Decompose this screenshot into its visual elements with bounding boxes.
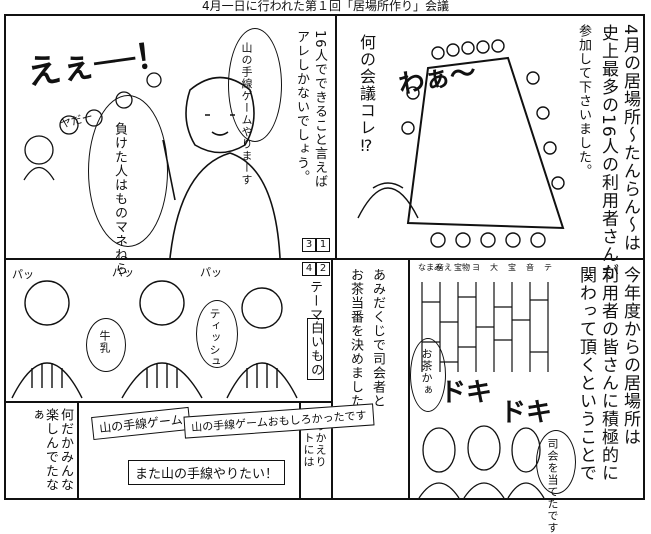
panel3-narration-2: 利用者の皆さんに積極的に (598, 266, 618, 482)
crowd-drawing (23, 72, 162, 181)
panel1-narration-1: 4月の居場所〜たんらん〜は (620, 24, 640, 252)
lot-name: ヨ (472, 263, 480, 272)
order-number: 1 (316, 238, 330, 252)
panel3-narration-1: 今年度からの居場所は (620, 266, 640, 446)
panel3-narration-3: 関わって頂くということで (576, 266, 596, 482)
sfx-pop: パッ (12, 268, 34, 281)
panel2-narration-2: アレしかないでしょう。 (294, 30, 309, 184)
amida-lottery-drawing (421, 282, 549, 372)
speech-balloon-chair (536, 430, 576, 494)
row-divider (6, 258, 643, 260)
conference-table-drawing (357, 39, 565, 248)
speech-balloon-game (228, 28, 282, 142)
page-border (4, 14, 645, 500)
theme-value: 白いもの (307, 318, 324, 380)
lot-name: 音 (526, 263, 534, 272)
speech-balloon-tea (410, 338, 446, 412)
panel3-sfx-2: ドキ (500, 398, 553, 428)
lot-name: なまみ (418, 263, 442, 272)
panel1-narration-2: 史上最多の16人の利用者さんが (598, 24, 618, 282)
answer-tissue: ティッシュ (208, 308, 221, 368)
bottom-right-divider (408, 260, 410, 498)
order-number: 2 (316, 262, 330, 276)
order-number: 3 (302, 238, 316, 252)
side-text: 何だかみんな楽しんでたなぁ (28, 408, 73, 492)
panel2-narration-1: 16人でできること言えば (312, 30, 327, 189)
top-row-divider (335, 16, 337, 258)
side-column-divider (77, 401, 79, 498)
lot-name: テ (544, 263, 552, 272)
panel2-speech-anything: 負けた人はものマネねら (112, 122, 127, 276)
answer-milk: 牛乳 (98, 330, 111, 354)
lot-name: 大 (490, 263, 498, 272)
players-drawing (11, 280, 298, 399)
speech-balloon-tissue (196, 300, 238, 368)
panel3-balloon-tea: お茶かぁ (420, 348, 433, 396)
bottom-left-divider (6, 401, 331, 403)
lot-name: 宝物 (454, 263, 470, 272)
participants-back-drawing (418, 425, 545, 499)
order-number: 4 (302, 262, 316, 276)
panel3-sfx-1: ドキ (440, 378, 493, 408)
panel1-narration-3: 参加して下さいました。 (576, 24, 591, 178)
lottery-text-1: あみだくじで司会者と (370, 268, 385, 408)
panel3-balloon-chair: 司会を当てたです (546, 438, 559, 534)
sfx-pop: パッ (200, 266, 222, 279)
top-caption-strip: 4月一日に行われた第１回「居場所作り」会議 (201, 0, 450, 13)
bottom-mid-divider (331, 260, 333, 498)
speech-balloon-penalty (88, 95, 168, 247)
panel1-speech: 何の会議コレ⁉ (357, 34, 376, 156)
speech-balloon-milk (86, 318, 126, 372)
manga-page: 4月一日に行われた第１回「居場所作り」会議 4月の居場所〜たんらん〜は 史上最多… (4, 0, 645, 534)
lot-name: 音え (436, 263, 452, 272)
lot-name: 宝 (508, 263, 516, 272)
theme-label: テーマ (307, 280, 322, 322)
review-banner-3: また山の手線やりたい！ (128, 460, 286, 485)
lottery-text-2: お茶当番を決めました (348, 268, 363, 408)
review-column-divider (299, 401, 301, 498)
sfx-pop: パッ (112, 266, 134, 279)
panel2-speech-game: 山の手線ゲームやりまーす (240, 42, 253, 186)
